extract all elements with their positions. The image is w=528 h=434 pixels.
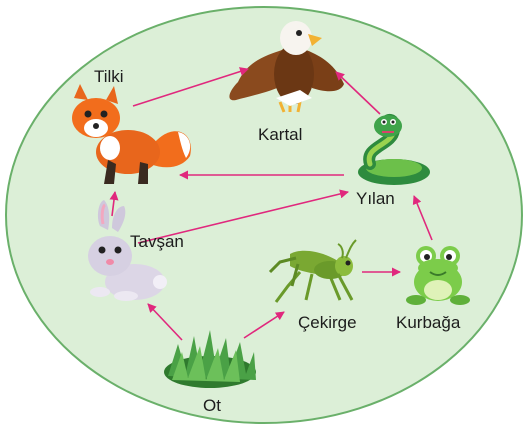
label-ot: Ot [203,397,221,414]
label-yilan: Yılan [356,190,395,207]
label-kartal: Kartal [258,126,302,143]
label-tilki: Tilki [94,68,124,85]
label-kurbaga: Kurbağa [396,314,460,331]
label-cekirge: Çekirge [298,314,357,331]
label-tavsan: Tavşan [130,233,184,250]
